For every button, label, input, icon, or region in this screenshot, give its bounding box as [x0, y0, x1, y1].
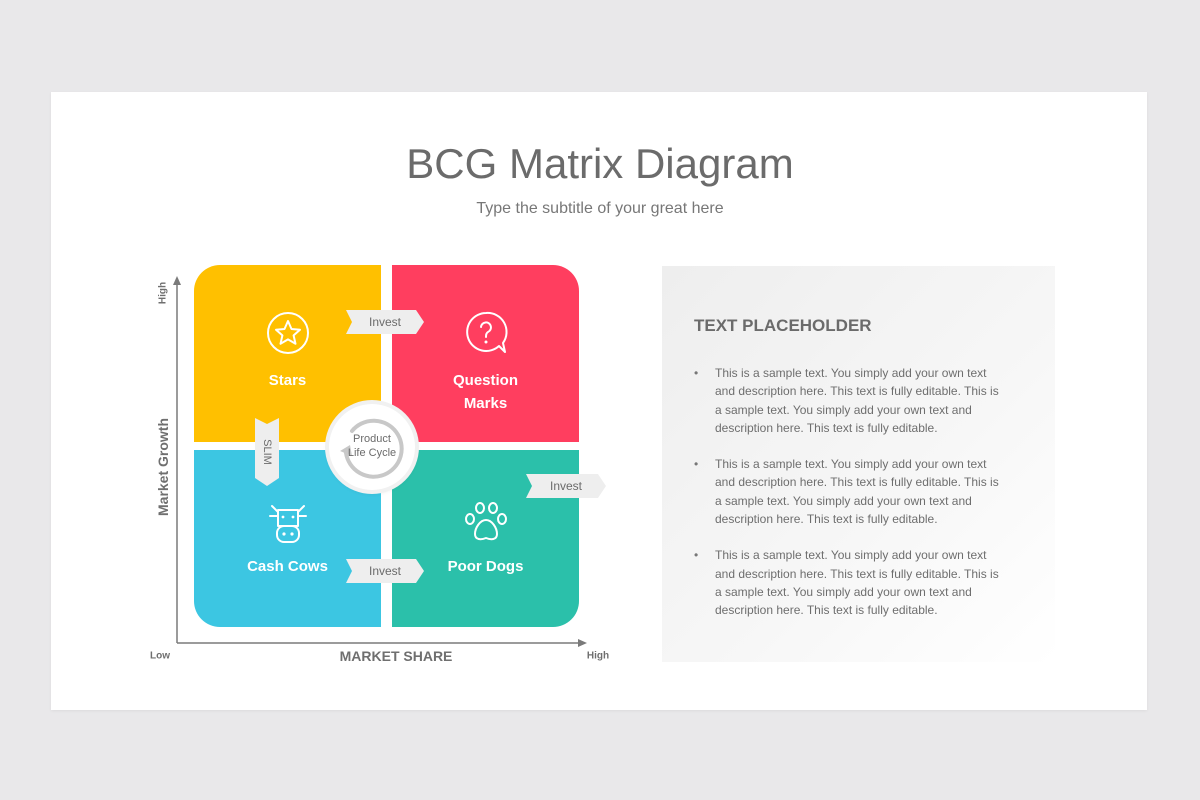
list-item-text: This is a sample text. You simply add yo…: [715, 457, 999, 527]
invest-tag-bottom: Invest: [346, 559, 424, 583]
question-marks-label-line1: Question: [452, 372, 518, 389]
y-axis-arrowhead: [173, 276, 181, 285]
product-life-cycle-circle: Product Life Cycle: [329, 404, 415, 490]
x-axis-low-tick: Low: [150, 650, 170, 662]
bullet-icon: •: [694, 457, 699, 472]
list-item: • This is a sample text. You simply add …: [694, 364, 1004, 437]
quadrant-question-marks: Question Marks: [392, 265, 579, 442]
list-item: • This is a sample text. You simply add …: [694, 455, 1004, 528]
panel-title: TEXT PLACEHOLDER: [694, 316, 872, 335]
list-item-text: This is a sample text. You simply add yo…: [715, 548, 999, 618]
cash-cows-label: Cash Cows: [247, 558, 328, 575]
list-item-text: This is a sample text. You simply add yo…: [715, 366, 999, 435]
y-axis-high-tick: High: [157, 281, 169, 305]
x-axis-high-tick: High: [586, 650, 610, 662]
center-text: Product Life Cycle: [329, 432, 415, 460]
slim-tag: SLIM: [255, 418, 279, 486]
invest-tag-right: Invest: [526, 474, 606, 498]
bullet-icon: •: [694, 548, 699, 563]
page-title: BCG Matrix Diagram: [406, 140, 794, 187]
paw-icon: [464, 502, 507, 541]
invest-tag-top: Invest: [346, 310, 424, 334]
question-bubble-icon: [465, 311, 508, 353]
x-axis-arrowhead: [578, 639, 587, 647]
quadrant-poor-dogs: Poor Dogs: [392, 450, 579, 627]
page-subtitle: Type the subtitle of your great here: [476, 200, 724, 217]
list-item: • This is a sample text. You simply add …: [694, 546, 1004, 619]
y-axis-label: Market Growth: [155, 417, 171, 517]
stars-label: Stars: [268, 372, 307, 389]
poor-dogs-label: Poor Dogs: [447, 558, 524, 575]
bullet-icon: •: [694, 366, 699, 380]
cycle-arrow-icon: [340, 418, 404, 479]
question-marks-label-line2: Marks: [463, 395, 508, 412]
center-text-line2: Life Cycle: [347, 447, 397, 459]
panel-list: • This is a sample text. You simply add …: [694, 364, 1004, 638]
center-text-line1: Product: [353, 433, 391, 445]
slim-tag-label: SLIM: [261, 439, 273, 465]
x-axis-label: MARKET SHARE: [339, 648, 453, 664]
text-panel: TEXT PLACEHOLDER • This is a sample text…: [662, 266, 1055, 662]
star-icon: [266, 312, 309, 354]
cow-icon: [268, 505, 307, 543]
